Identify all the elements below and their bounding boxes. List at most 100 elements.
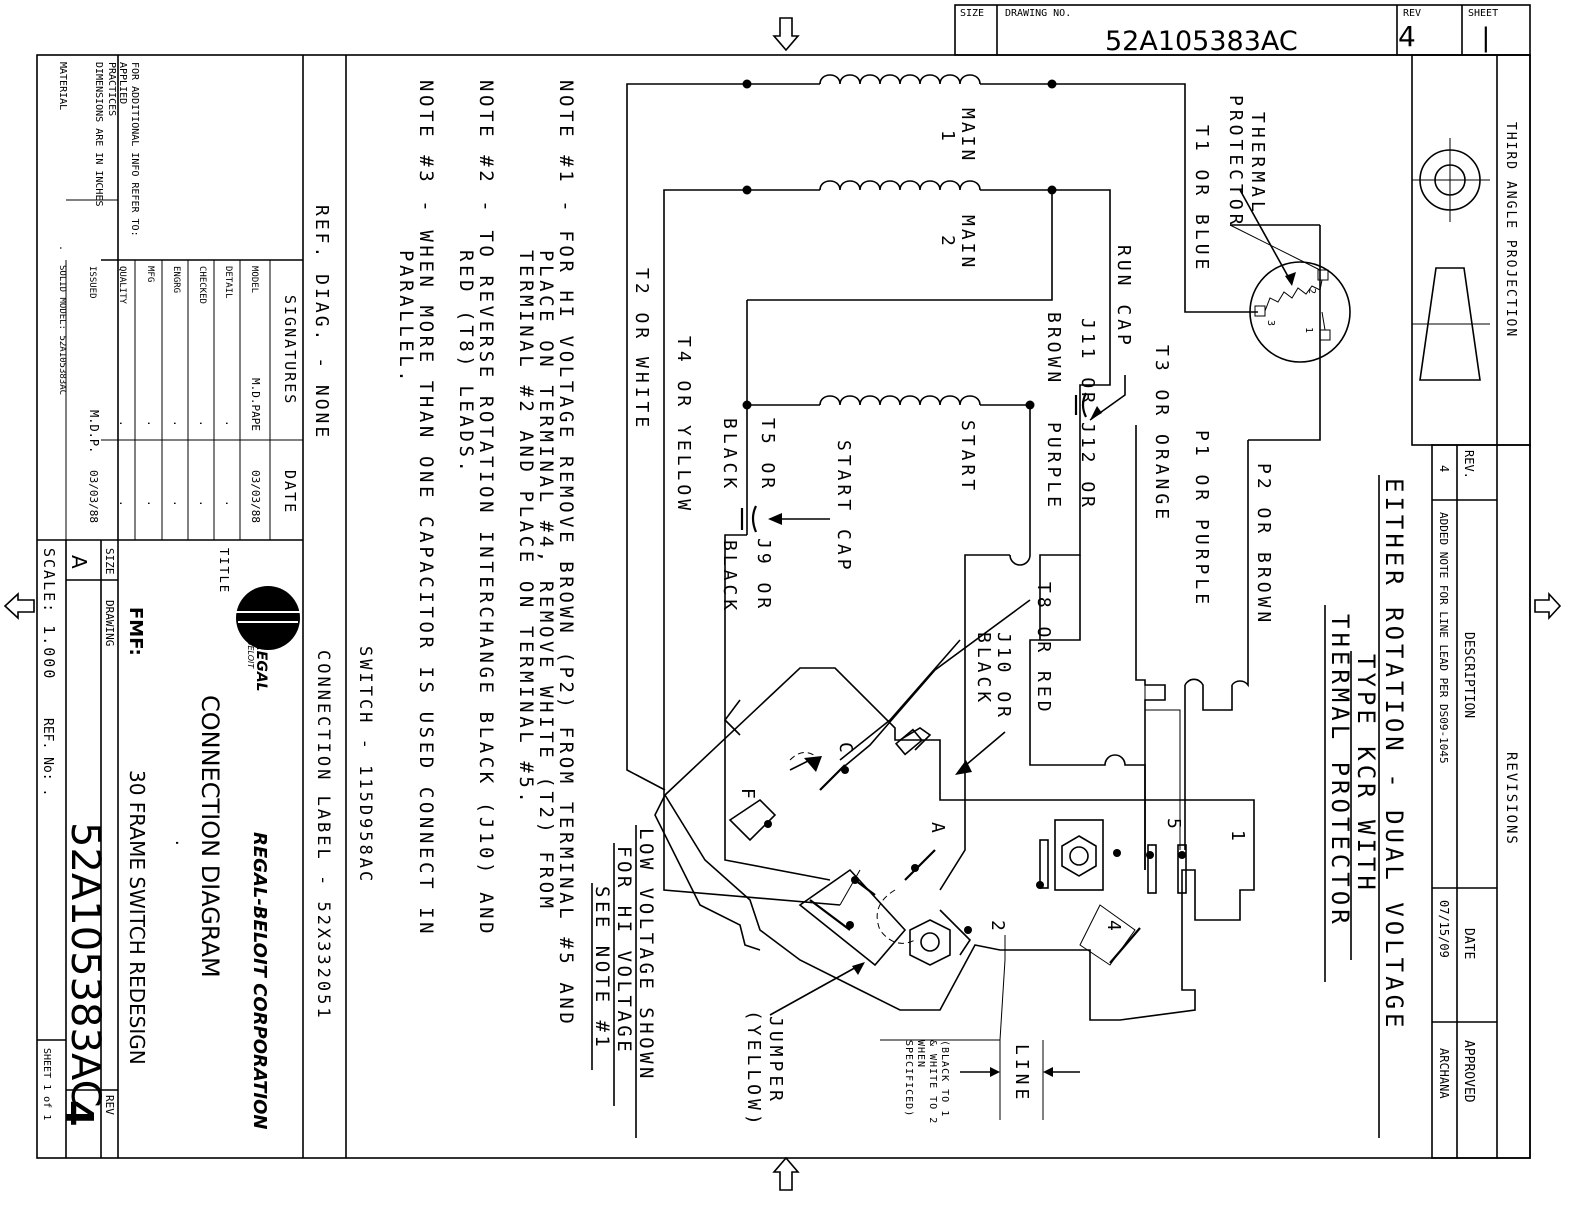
diagram-heading: EITHER ROTATION - DUAL VOLTAGE TYPE KCR … — [1324, 475, 1408, 1138]
main2-winding — [742, 180, 1057, 195]
switch-hex-nut — [1061, 835, 1097, 877]
revisions-block: REVISIONS REV. DESCRIPTION DATE APPROVED… — [1431, 444, 1531, 1159]
revisions-col-date: DATE — [1461, 928, 1476, 959]
terminal-1: 1 — [1227, 830, 1248, 841]
terminal-4: 4 — [1103, 920, 1124, 931]
j12-label-1: J12 OR — [1077, 422, 1098, 511]
heading-line3: THERMAL PROTECTOR — [1326, 614, 1354, 928]
rev-value: 4 — [57, 1100, 101, 1126]
switch-part: SWITCH - 115D958AC — [355, 646, 375, 884]
note-2: NOTE #2 - TO REVERSE ROTATION INTERCHANG… — [455, 80, 497, 937]
revisions-col-approved: APPROVED — [1461, 1040, 1476, 1103]
revisions-col-description: DESCRIPTION — [1461, 632, 1476, 718]
line-dimension — [960, 1040, 1080, 1120]
switch-central-nut — [909, 919, 951, 966]
material-value: . — [57, 245, 68, 251]
logo-word2: BELOIT — [246, 640, 255, 669]
header-size-label: SIZE — [960, 8, 984, 19]
main2-label-a: MAIN — [957, 215, 978, 270]
j12-label-2: PURPLE — [1043, 422, 1064, 511]
header-drawing-number: 52A105383AC — [1105, 26, 1298, 57]
t2-label: T2 OR WHITE — [631, 268, 652, 431]
revision-approved: ARCHANA — [1437, 1048, 1451, 1099]
p2-label: P2 OR BROWN — [1253, 463, 1274, 626]
role-engrg: ENGRG . . — [171, 266, 184, 507]
note-1: NOTE #1 - FOR HI VOLTAGE REMOVE BROWN (P… — [515, 80, 577, 1027]
switch-assembly — [654, 599, 1255, 1041]
tp-term-2: 2 — [1306, 288, 1317, 294]
start-label: START — [957, 420, 978, 494]
role-detail: DETAIL . . — [223, 266, 236, 507]
main2-label-b: 2 — [937, 235, 958, 246]
svg-text:PARALLEL.: PARALLEL. — [395, 250, 417, 385]
svg-text:.: . — [145, 500, 158, 507]
svg-text:DETAIL: DETAIL — [223, 266, 233, 299]
revision-description: ADDED NOTE FOR LINE LEAD PER DS09-1045 — [1437, 512, 1450, 764]
low-voltage-line3: SEE NOTE #1 — [591, 886, 613, 1050]
material-label: MATERIAL — [57, 62, 68, 110]
svg-text:M.D.P.: M.D.P. — [87, 410, 101, 453]
t4-label: T4 OR YELLOW — [673, 336, 694, 514]
revision-date: 07/15/09 — [1437, 900, 1451, 958]
size-label: SIZE — [103, 548, 116, 575]
terminal-5: 5 — [1163, 818, 1184, 829]
svg-text:RED (T8) LEADS.: RED (T8) LEADS. — [455, 250, 477, 476]
low-voltage-note: LOW VOLTAGE SHOWN FOR HI VOLTAGE SEE NOT… — [591, 825, 657, 1138]
revision-row: 4 ADDED NOTE FOR LINE LEAD PER DS09-1045… — [1437, 465, 1451, 1099]
revisions-title: REVISIONS — [1503, 752, 1519, 846]
logo-word1: REGAL — [253, 640, 269, 692]
scale: SCALE: 1.000 — [40, 548, 58, 680]
line-note-1: (BLACK TO 1 — [939, 1040, 950, 1117]
main1-label-a: MAIN — [957, 108, 978, 163]
svg-text:NOTE #1 - FOR HI VOLTAGE REMOV: NOTE #1 - FOR HI VOLTAGE REMOVE BROWN (P… — [555, 80, 577, 1027]
j10-label-1: J10 OR — [993, 632, 1014, 721]
switch-hex-nut-box — [1054, 819, 1104, 891]
connection-label-part: CONNECTION LABEL - 52X332051 — [313, 650, 333, 1021]
title-line1: CONNECTION DIAGRAM — [196, 695, 224, 978]
line-note-4: SPECIFICED) — [903, 1040, 914, 1117]
svg-text:.: . — [197, 420, 210, 427]
thermal-label-1: THERMAL — [1247, 112, 1268, 216]
drawing-number: 52A105383AC — [62, 822, 108, 1108]
start-cap-label: START CAP — [833, 440, 854, 574]
wire-labels: MAIN 1 MAIN 2 START RUN CAP START CAP TH… — [631, 95, 1274, 1129]
main1-winding — [742, 74, 1057, 89]
jumper-label-1: JUMPER — [765, 1016, 786, 1105]
j9-label-1: J9 OR — [753, 538, 774, 612]
run-capacitor — [1074, 375, 1126, 421]
ref-diag: REF. DIAG. - NONE — [311, 205, 332, 440]
info-line3: PRACTICES — [106, 62, 117, 116]
svg-text:.: . — [145, 420, 158, 427]
low-voltage-line2: FOR HI VOLTAGE — [613, 846, 635, 1055]
svg-text:NOTE #2 - TO REVERSE ROTATION: NOTE #2 - TO REVERSE ROTATION INTERCHANG… — [475, 80, 497, 937]
role-mfg: MFG . . — [145, 266, 158, 507]
main1-label-b: 1 — [937, 130, 958, 141]
jumper-pointer — [769, 962, 865, 1016]
header-sheet-label: SHEET — [1468, 8, 1498, 19]
signature-date-label: DATE — [281, 470, 299, 514]
low-voltage-line1: LOW VOLTAGE SHOWN — [635, 828, 657, 1082]
t3-label: T3 OR ORANGE — [1151, 345, 1172, 523]
terminal-2: 2 — [987, 920, 1008, 931]
svg-text:ENGRG: ENGRG — [171, 266, 181, 293]
t5-label-1: T5 OR — [757, 418, 778, 492]
start-winding — [742, 395, 1035, 410]
svg-text:PLACE ON TERMINAL #4, REMOVE W: PLACE ON TERMINAL #4, REMOVE WHITE (T2) … — [535, 250, 557, 912]
p1-label: P1 OR PURPLE — [1191, 430, 1212, 608]
header-rev-value: 4 — [1398, 20, 1416, 53]
drawing-label: DRAWING — [103, 600, 116, 646]
size-value: A — [67, 555, 91, 569]
projection-cone-icon — [1412, 267, 1490, 381]
projection-label: THIRD ANGLE PROJECTION — [1503, 122, 1518, 338]
thermal-protector: 1 2 3 — [1229, 189, 1351, 363]
run-cap-label: RUN CAP — [1113, 245, 1134, 349]
svg-text:ISSUED: ISSUED — [87, 266, 97, 299]
company-full: REGAL-BELOIT CORPORATION — [249, 832, 270, 1129]
revision-rev: 4 — [1437, 465, 1451, 472]
tp-term-3: 3 — [1265, 320, 1276, 326]
role-checked: CHECKED . . — [197, 266, 210, 507]
solid-model: SOLID MODEL: 52A105383AC — [57, 265, 67, 395]
header-block: SIZE DRAWING NO. 52A105383AC REV 4 SHEET… — [954, 4, 1531, 57]
info-line2: APPLIED — [117, 62, 128, 104]
